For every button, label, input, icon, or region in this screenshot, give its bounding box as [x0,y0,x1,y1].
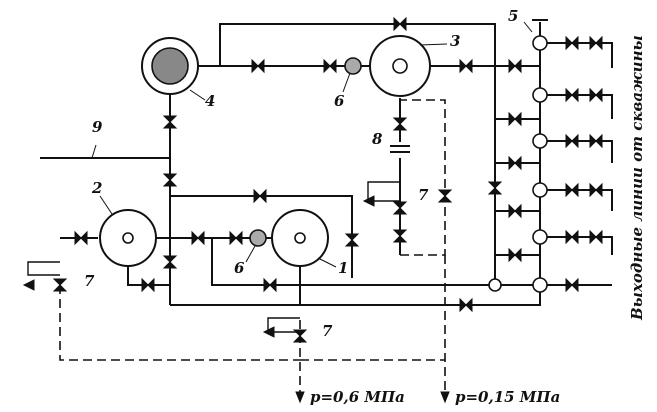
valve-icon [508,247,522,263]
manifold-nodes [488,35,548,293]
vessel-3 [369,35,431,97]
valve-icon [229,230,243,246]
valve-icon [323,58,337,74]
valve-icon [459,297,473,313]
valve-icon [508,111,522,127]
vessel-1 [271,209,329,267]
valve-icon [392,229,408,243]
valve-icon [162,173,178,187]
label-7b: 7 [418,186,429,204]
label-2: 2 [91,179,102,197]
label-7c: 7 [322,322,333,340]
valve-icon [459,58,473,74]
valve-icon [74,230,88,246]
valve-icon [263,277,277,293]
vessel-4 [141,37,199,95]
safety-loops [22,181,400,338]
valve-icon [487,181,503,195]
valve-icon [508,155,522,171]
outlet-arrow-1 [295,391,305,404]
pressure-label-outlet-1: p=0,6 МПа [310,388,405,406]
meter-6-lower [249,229,267,247]
side-label-output-lines: Выходные линии от скважины [628,35,646,321]
fitting-8 [390,145,410,153]
valve-icon [392,117,408,131]
valve-icon [589,133,603,149]
label-5: 5 [508,7,518,25]
label-1: 1 [338,259,348,277]
valve-icon [589,229,603,245]
meter-6-upper [344,57,362,75]
valve-icon [437,189,453,203]
valve-icon [162,115,178,129]
valve-icon [508,58,522,74]
valve-icon [141,277,155,293]
label-6a: 6 [334,92,345,110]
valve-icon [508,203,522,219]
valves [52,16,603,343]
valve-icon [392,201,408,215]
valve-icon [589,35,603,51]
discharge-lines [59,99,446,392]
label-3: 3 [450,32,460,50]
valve-icon [589,87,603,103]
valve-icon [292,329,308,343]
label-7a: 7 [84,272,95,290]
valve-icon [589,182,603,198]
valve-icon [393,16,407,32]
label-4: 4 [205,92,215,110]
valve-icon [344,233,360,247]
valve-icon [253,188,267,204]
valve-icon [565,229,579,245]
label-8: 8 [372,130,383,148]
valve-icon [565,277,579,293]
valve-icon [162,255,178,269]
valve-icon [251,58,265,74]
valve-icon [565,35,579,51]
vessel-2 [99,209,157,267]
valve-icon [191,230,205,246]
valve-icon [565,182,579,198]
pressure-label-outlet-2: p=0,15 МПа [455,388,560,406]
valve-icon [565,87,579,103]
outlet-arrow-2 [440,391,450,404]
leader-lines [91,21,533,268]
label-6b: 6 [234,259,245,277]
label-9: 9 [92,118,103,136]
valve-icon [52,278,68,292]
valve-icon [565,133,579,149]
